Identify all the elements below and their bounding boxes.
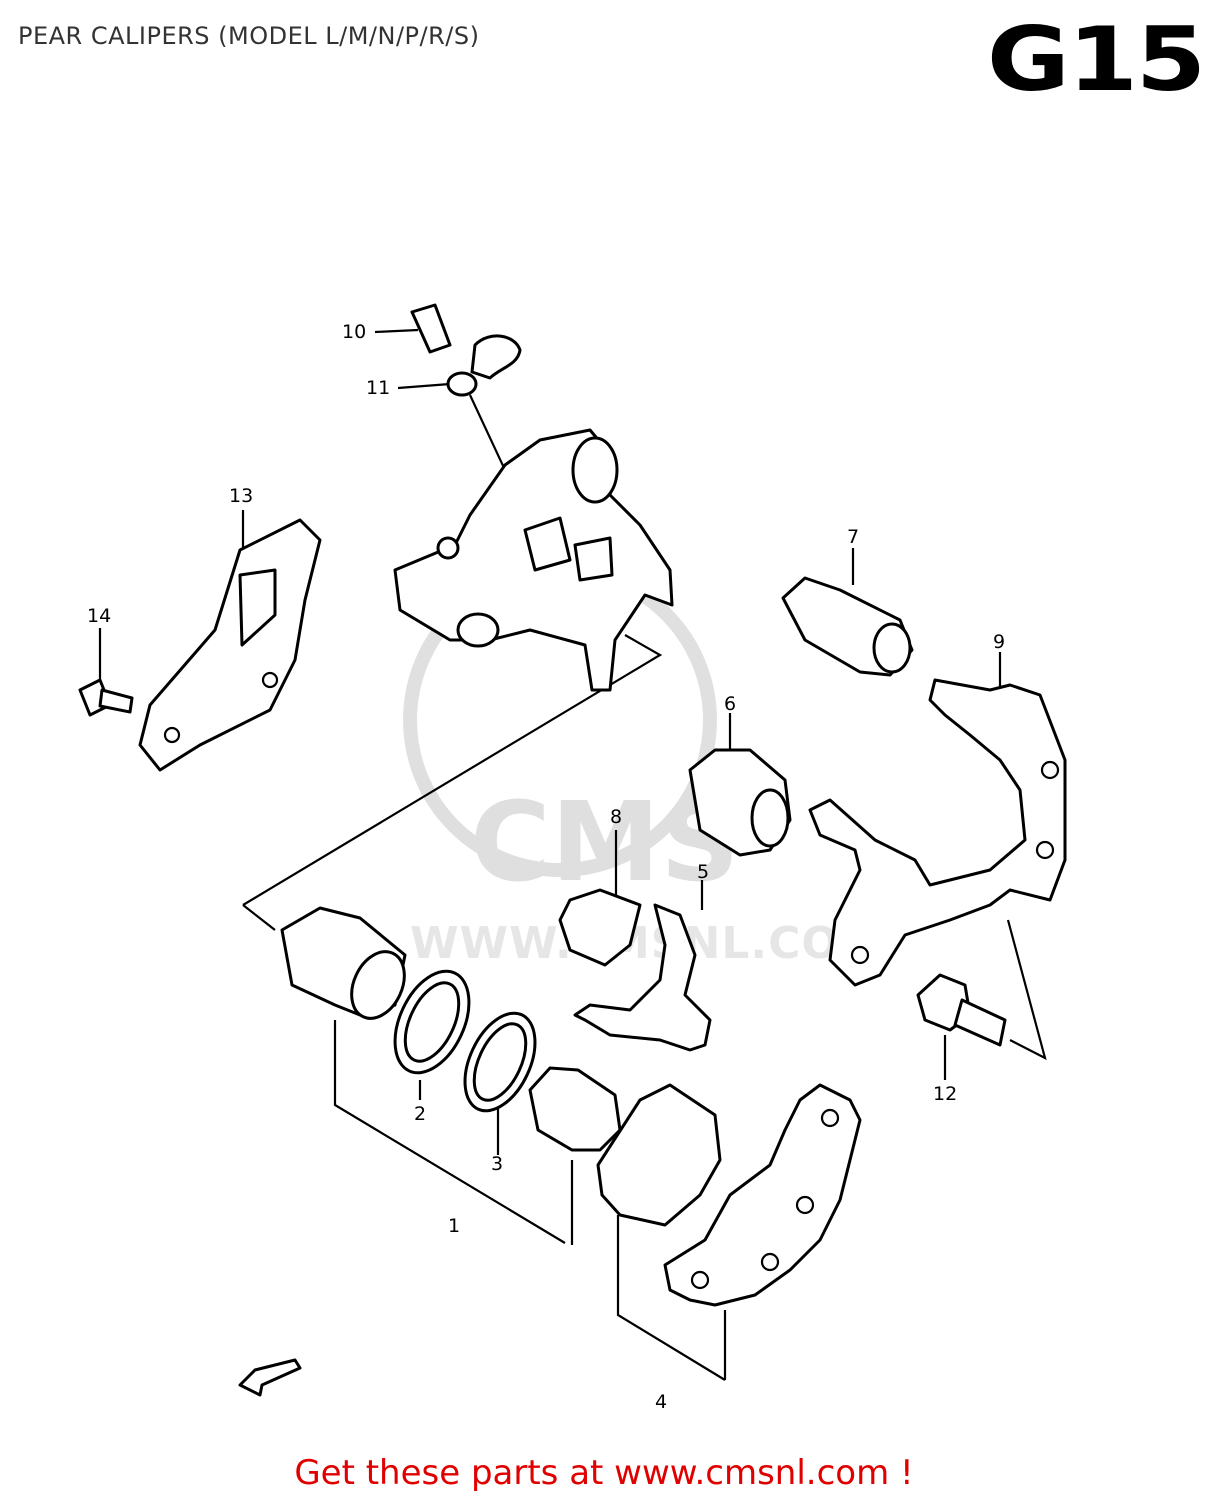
watermark-url: WWW.CMSNL.COM (410, 918, 885, 969)
callout-9: 9 (993, 631, 1005, 653)
callout-numbers: 1 2 3 4 5 6 7 8 9 10 11 12 13 14 (87, 321, 1005, 1413)
callout-12: 12 (933, 1083, 957, 1105)
caliper-body (393, 428, 674, 692)
callout-10: 10 (342, 321, 366, 343)
part-11-cap (446, 371, 478, 397)
leader-lines (98, 328, 1047, 1381)
part-6-boot (688, 748, 792, 857)
part-5-pad-spring (573, 903, 712, 1052)
callout-6: 6 (724, 693, 736, 715)
callout-4: 4 (655, 1391, 667, 1413)
front-arrow-icon (238, 1358, 302, 1397)
callout-1: 1 (448, 1215, 460, 1237)
part-1-piston (280, 906, 407, 1020)
diagram-title: PEAR CALIPERS (MODEL L/M/N/P/R/S) (18, 22, 480, 50)
callout-2: 2 (414, 1103, 426, 1125)
part-13-plate (138, 518, 322, 772)
part-9-bracket (808, 678, 1067, 987)
callout-8: 8 (610, 806, 622, 828)
callout-11: 11 (366, 377, 390, 399)
part-14-bolt (78, 678, 134, 717)
part-7-boot (781, 576, 914, 677)
promo-link[interactable]: Get these parts at www.cmsnl.com ! (294, 1453, 914, 1493)
part-10-bleeder-screw (410, 303, 522, 380)
part-3-seal (463, 1011, 537, 1113)
piston-insulator (528, 1066, 622, 1152)
figure-code: G15 (987, 8, 1206, 111)
part-8-spring (558, 888, 642, 967)
callout-3: 3 (491, 1153, 503, 1175)
callout-7: 7 (847, 526, 859, 548)
part-12-bolt (916, 973, 1007, 1047)
callout-14: 14 (87, 605, 111, 627)
part-4-pads (596, 1083, 862, 1307)
callout-13: 13 (229, 485, 253, 507)
part-2-seal (393, 969, 471, 1075)
callout-5: 5 (697, 861, 709, 883)
